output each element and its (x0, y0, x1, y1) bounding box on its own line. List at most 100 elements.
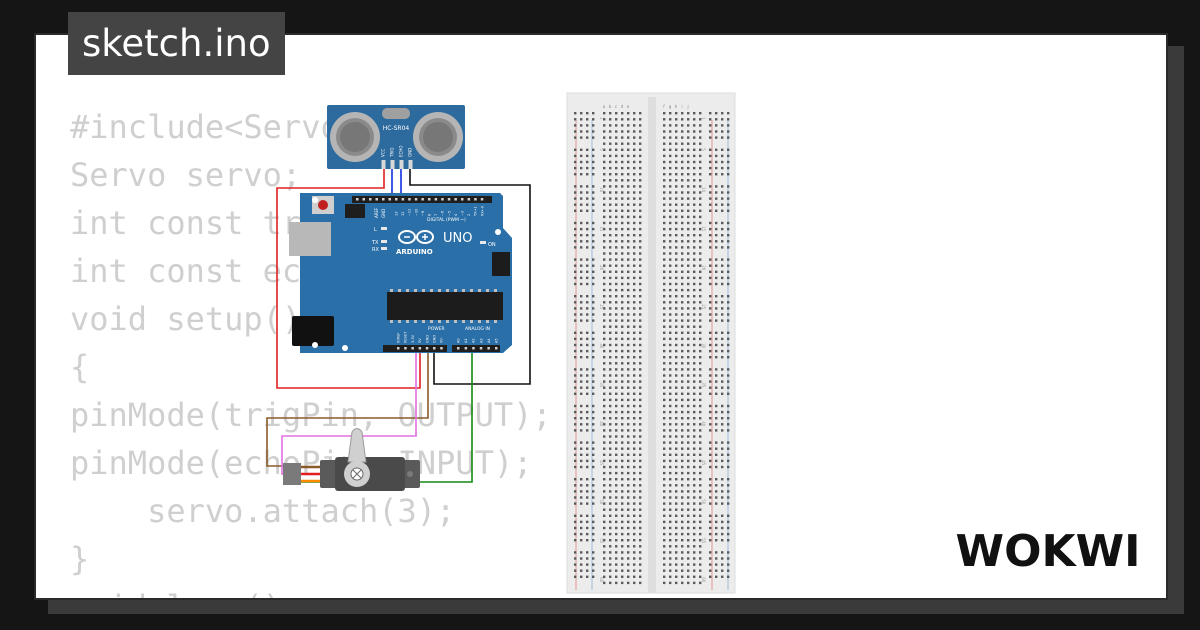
arduino-model: UNO (443, 231, 472, 246)
analog-pin-label: A0 (457, 338, 461, 343)
breadboard-row-number: 55 (701, 538, 706, 544)
breadboard-row-number: 50 (701, 499, 706, 505)
digital-pin-label: 8 (428, 214, 432, 216)
analog-pin[interactable] (487, 347, 490, 350)
servo-horn[interactable] (347, 428, 367, 463)
wire-vcc-red (276, 168, 421, 389)
power-pin-label: IOREF (397, 333, 401, 343)
servo-motor[interactable] (283, 428, 420, 492)
power-pin[interactable] (433, 347, 436, 350)
digital-pin[interactable] (441, 198, 444, 201)
analog-pin-label: A1 (464, 338, 468, 343)
digital-pin[interactable] (467, 198, 471, 201)
code-line: servo.attach(3); (70, 492, 456, 530)
breadboard-column-letter: j (686, 104, 688, 109)
digital-pin[interactable] (447, 198, 451, 201)
digital-pin[interactable] (408, 198, 411, 201)
breadboard-column-letter: c (615, 104, 617, 109)
ultrasonic-sensor[interactable]: HC-SR04 VCC TRIG ECHO GND (327, 105, 465, 169)
digital-pin[interactable] (428, 198, 431, 201)
breadboard-row-number: 10 (701, 187, 706, 193)
breadboard-column-letter: g (669, 104, 672, 109)
breadboard-row-number: 30 (701, 343, 706, 349)
digital-pin-label: ~9 (421, 211, 425, 216)
sensor-label: HC-SR04 (383, 125, 410, 132)
analog-pin[interactable] (479, 347, 483, 350)
breadboard-row-number: 40 (599, 421, 604, 427)
power-pin-label: 5V (418, 338, 422, 343)
breadboard-row-number: 20 (599, 265, 604, 271)
breadboard-row-number: 50 (599, 499, 604, 505)
digital-pin-label: ~3 (461, 211, 465, 216)
power-pin[interactable] (425, 347, 429, 350)
sensor-pin[interactable] (399, 160, 404, 169)
digital-pin-label: ~6 (441, 211, 445, 216)
analog-pin-label: A5 (495, 338, 499, 343)
sensor-pin[interactable] (381, 160, 386, 169)
analog-pin-label: A2 (472, 338, 476, 343)
power-pin[interactable] (397, 347, 400, 350)
breadboard-row-number: 1 (599, 117, 604, 120)
breadboard-row-number: 25 (701, 304, 706, 310)
file-tab[interactable]: sketch.ino (68, 12, 285, 75)
breadboard-column-letter: a (603, 104, 606, 109)
arduino-logo-icon (398, 230, 434, 244)
analog-pin[interactable] (457, 347, 460, 350)
analog-pin[interactable] (472, 347, 475, 350)
digital-pin[interactable] (434, 198, 438, 201)
breadboard-row-number: 5 (701, 148, 706, 151)
analog-pin[interactable] (464, 347, 468, 350)
breadboard-row-number: 40 (701, 421, 706, 427)
power-pin[interactable] (418, 347, 422, 350)
digital-pin-label: 2 (467, 214, 471, 216)
breadboard-row-number: 45 (701, 460, 706, 466)
breadboard-row-number: 45 (599, 460, 604, 466)
sensor-pin-label: TRIG (390, 147, 395, 158)
breadboard-row-number: 5 (599, 148, 604, 151)
breadboard-row-number: 35 (599, 382, 604, 388)
power-pin[interactable] (411, 347, 414, 350)
power-jack (292, 316, 334, 346)
breadboard-row-number: 30 (599, 343, 604, 349)
breadboard-row-number: 60 (701, 577, 706, 583)
power-pin-label: GND (425, 335, 429, 343)
digital-pin[interactable] (395, 198, 398, 201)
breadboard-row-number: 60 (599, 577, 604, 583)
digital-pin[interactable] (474, 198, 477, 201)
power-label: POWER (428, 326, 445, 332)
digital-pin-label: TX→1 (474, 206, 478, 217)
sensor-pin-label: VCC (381, 148, 386, 157)
digital-pin[interactable] (401, 198, 405, 201)
on-label: ON (488, 242, 496, 248)
digital-pin[interactable] (461, 198, 464, 201)
breadboard-row-number: 1 (701, 117, 706, 120)
digital-label: DIGITAL (PWM ~) (427, 217, 466, 223)
digital-pin-label: ~5 (447, 211, 451, 216)
digital-pin[interactable] (480, 198, 484, 201)
power-pin[interactable] (440, 347, 443, 350)
sensor-pin[interactable] (390, 160, 395, 169)
analog-pin-label: A4 (487, 338, 491, 343)
digital-pin[interactable] (414, 198, 418, 201)
digital-pin-label: 13 (395, 212, 399, 216)
digital-pin[interactable] (421, 198, 424, 201)
analog-pin[interactable] (495, 347, 498, 350)
digital-pin-label: RX←0 (480, 206, 484, 216)
breadboard-row-number: 25 (599, 304, 604, 310)
breadboard-column-letter: i (681, 104, 682, 109)
digital-pin[interactable] (454, 198, 457, 201)
rx-label: RX (372, 247, 379, 253)
code-line: void loop() (70, 583, 552, 598)
sensor-pin-label: GND (408, 148, 413, 157)
sensor-pin[interactable] (408, 160, 413, 169)
digital-pin-label: 4 (454, 213, 458, 216)
tx-label: TX (371, 240, 379, 246)
breadboard-column-letter: f (663, 104, 665, 109)
power-pin[interactable] (404, 347, 407, 350)
sensor-pin-label: ECHO (399, 146, 404, 157)
digital-pin-label: ~10 (414, 209, 418, 216)
